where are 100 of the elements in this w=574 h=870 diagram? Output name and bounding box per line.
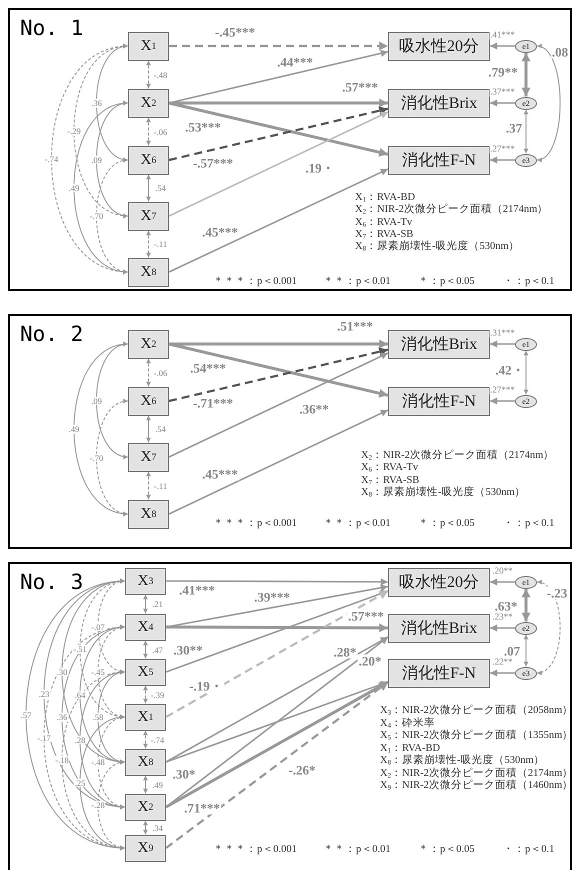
path-arrow bbox=[169, 340, 388, 348]
edge-label: .37 bbox=[504, 122, 524, 134]
path-arrow bbox=[490, 669, 515, 677]
edge-label: .23** bbox=[491, 612, 514, 622]
correlation-arc bbox=[536, 580, 561, 674]
variable-definition: X$_{6}$：RVA-Tv bbox=[355, 218, 412, 230]
edge-label: -.45 bbox=[90, 668, 106, 676]
path-arrow bbox=[490, 99, 515, 107]
edge-label: -.07 bbox=[90, 622, 106, 631]
correlation-arrow bbox=[146, 230, 151, 258]
outcome-box: 消化性F-N bbox=[388, 146, 490, 174]
edge-label: -.17 bbox=[36, 733, 52, 742]
correlation-arrow bbox=[146, 117, 151, 146]
edge-label: .28* bbox=[332, 646, 358, 658]
correlation-arc bbox=[26, 579, 126, 850]
edge-label: .54*** bbox=[189, 362, 227, 374]
correlation-arrow bbox=[143, 775, 148, 794]
edge-label: .63* bbox=[494, 600, 518, 612]
edge-label: -.74 bbox=[150, 735, 166, 744]
variable-definition: X$_{8}$：尿素崩壊性-吸光度（530nm） bbox=[380, 756, 545, 768]
edge-label: .64 bbox=[74, 690, 86, 699]
edge-label: -.51 bbox=[72, 644, 88, 654]
correlation-arrow bbox=[146, 415, 151, 443]
variable-definition: X$_{8}$：尿素崩壊性-吸光度（530nm） bbox=[355, 242, 520, 254]
correlation-arrow bbox=[143, 594, 148, 614]
correlation-arrow bbox=[146, 358, 151, 387]
correlation-arc bbox=[96, 158, 128, 274]
path-arrow bbox=[490, 578, 515, 586]
significance-note: ＊＊：p＜0.01 bbox=[323, 277, 391, 288]
edge-label: .30* bbox=[172, 768, 196, 780]
edge-label: -.26* bbox=[287, 764, 317, 776]
path-arrow bbox=[490, 340, 515, 348]
significance-note: ＊＊：p＜0.01 bbox=[323, 519, 391, 530]
significance-note: ＊＊＊：p＜0.001 bbox=[213, 845, 297, 856]
correlation-arc bbox=[74, 44, 128, 218]
edge-label: .49 bbox=[68, 424, 80, 434]
edge-label: .34 bbox=[151, 823, 164, 832]
correlation-arrow bbox=[143, 640, 148, 659]
edge-label: -.11 bbox=[152, 240, 168, 248]
significance-note: ＊＊＊：p＜0.001 bbox=[213, 277, 297, 288]
edge-label: .49 bbox=[151, 780, 164, 789]
edge-label: .57 bbox=[20, 710, 32, 719]
edge-label: .79** bbox=[487, 66, 519, 78]
variable-definition: X$_{1}$：RVA-BD bbox=[355, 193, 416, 204]
edge-label: .09 bbox=[90, 155, 103, 164]
correlation-arc bbox=[96, 342, 128, 458]
path-arrow bbox=[166, 680, 388, 763]
correlation-arrow bbox=[146, 471, 151, 500]
edge-label: -.28 bbox=[90, 800, 106, 810]
edge-label: .41*** bbox=[178, 584, 216, 596]
edge-label: -.39 bbox=[150, 690, 166, 699]
correlation-arrow bbox=[524, 109, 528, 154]
path-arrow bbox=[169, 98, 388, 108]
edge-label: .57*** bbox=[347, 610, 385, 622]
path-arrow bbox=[490, 397, 515, 405]
edge-label: .58 bbox=[92, 712, 104, 722]
variable-definition: X$_{2}$：NIR-2次微分ピーク面積（2174nm） bbox=[355, 205, 548, 217]
variable-definition: X$_{9}$：NIR-2次微分ピーク面積（1460nm） bbox=[380, 781, 574, 793]
outcome-box: 消化性Brix bbox=[388, 330, 490, 358]
path-arrow bbox=[490, 42, 515, 50]
edge-label: .49 bbox=[68, 183, 80, 192]
variable-definition: X$_{7}$：RVA-SB bbox=[361, 476, 420, 486]
edge-label: -.74 bbox=[44, 154, 60, 164]
correlation-arrow bbox=[524, 634, 528, 667]
edge-label: .23 bbox=[38, 690, 50, 698]
edge-label: .44*** bbox=[276, 56, 314, 68]
correlation-arrow bbox=[524, 350, 528, 395]
edge-label: -.48 bbox=[152, 70, 168, 79]
path-arrow bbox=[168, 409, 388, 515]
error-ellipse: e3 bbox=[515, 154, 537, 166]
correlation-arc bbox=[44, 579, 126, 809]
correlation-arc bbox=[96, 400, 128, 516]
edge-label: .28 bbox=[74, 735, 86, 744]
variable-definition: X$_{2}$：NIR-2次微分ピーク面積（2174nm） bbox=[380, 768, 574, 780]
significance-note: ＊＊＊：p＜0.001 bbox=[213, 519, 297, 530]
path-arrow bbox=[166, 636, 388, 763]
path-arrow bbox=[165, 590, 389, 718]
edge-label: .31*** bbox=[489, 328, 516, 338]
edge-label: .22** bbox=[491, 658, 514, 666]
edge-label: .36 bbox=[90, 98, 103, 108]
edge-label: .51*** bbox=[336, 320, 374, 332]
outcome-box: 消化性F-N bbox=[388, 658, 490, 688]
variable-definition: X$_{7}$：RVA-SB bbox=[355, 230, 414, 241]
edge-label: .20* bbox=[358, 654, 382, 668]
correlation-arc bbox=[80, 716, 126, 850]
correlation-arc bbox=[536, 45, 561, 161]
correlation-arc bbox=[51, 44, 128, 274]
edge-label: .53*** bbox=[184, 120, 222, 134]
edge-label: -.48 bbox=[90, 758, 106, 766]
edge-label: .30** bbox=[172, 644, 204, 656]
edge-label: .71*** bbox=[183, 802, 221, 814]
edge-label: -.71*** bbox=[192, 396, 234, 410]
correlation-arrow bbox=[143, 820, 148, 835]
edge-label: .41*** bbox=[489, 30, 516, 40]
error-ellipse: e1 bbox=[515, 40, 537, 52]
edge-label: .08 bbox=[550, 46, 570, 58]
edge-label: .20** bbox=[491, 566, 514, 576]
edge-label: .09 bbox=[90, 396, 103, 405]
edge-label: -.70 bbox=[88, 212, 104, 220]
error-ellipse: e2 bbox=[515, 96, 537, 110]
